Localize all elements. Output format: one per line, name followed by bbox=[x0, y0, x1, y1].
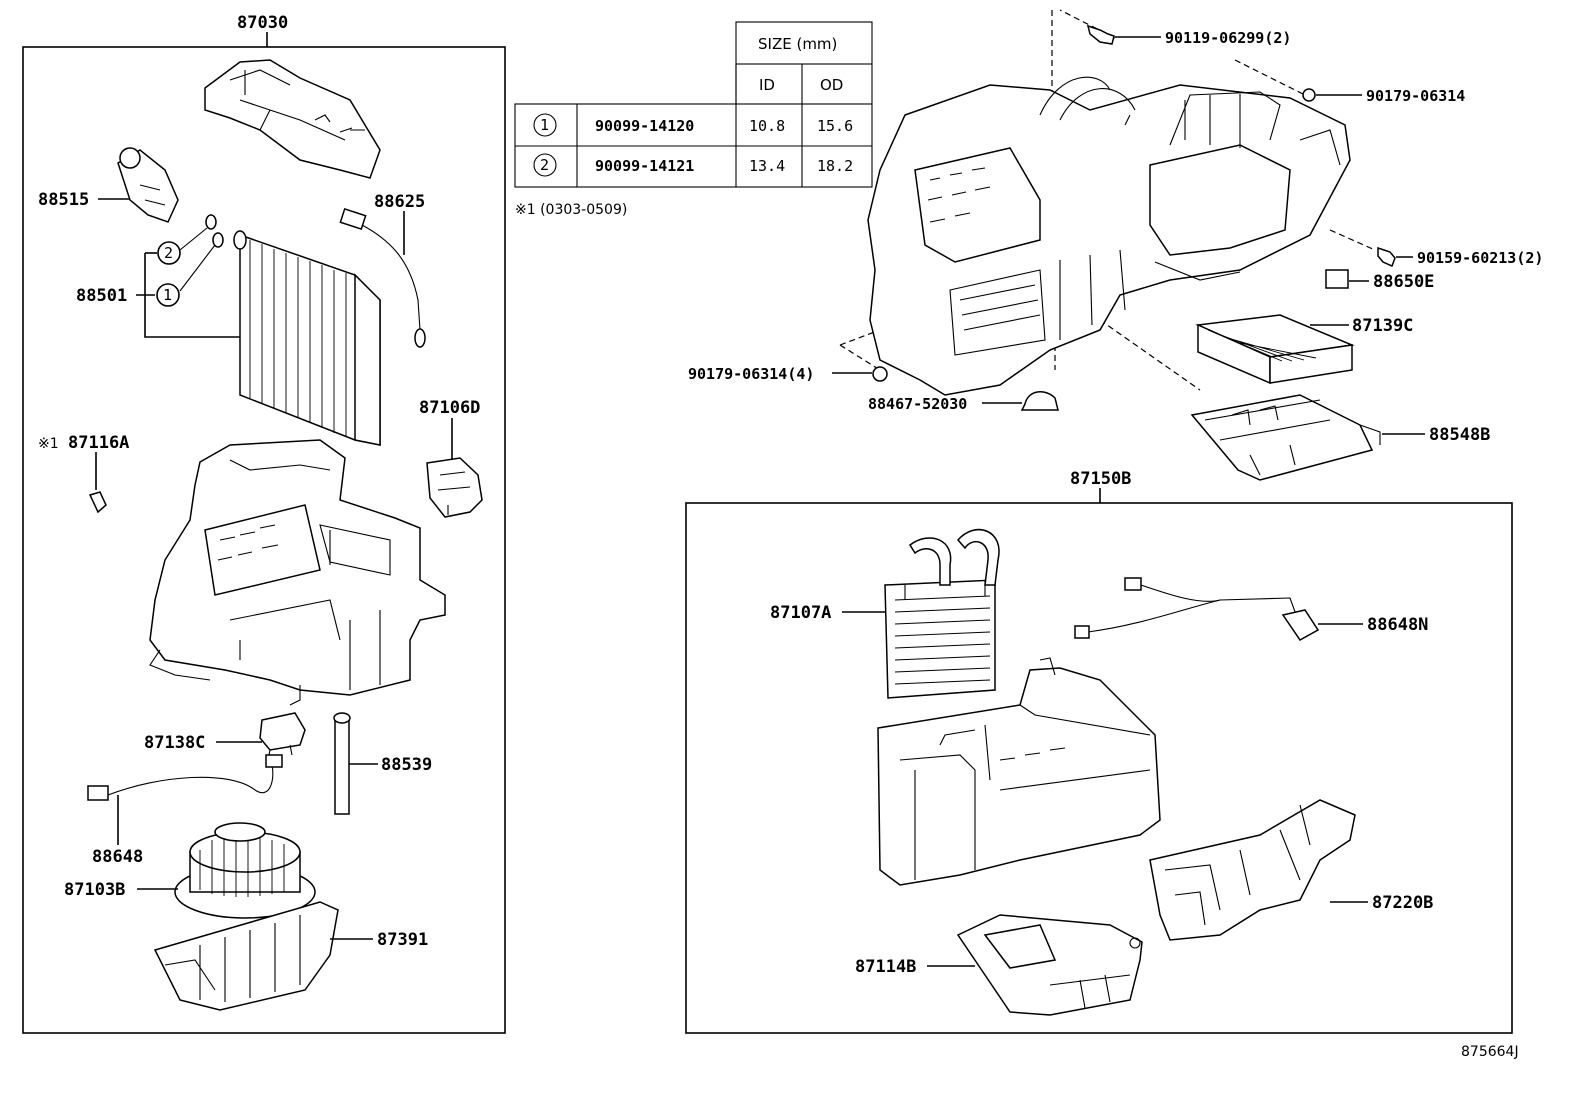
upper-duct bbox=[204, 59, 381, 179]
resistor-87138c bbox=[259, 712, 306, 761]
table-note: ※1 (0303-0509) bbox=[515, 202, 627, 218]
thermistor-88625 bbox=[339, 207, 426, 348]
group-label-87150b: 87150B bbox=[1070, 469, 1131, 489]
sensor-88650e bbox=[1325, 269, 1349, 289]
lower-case-87391 bbox=[153, 901, 339, 1011]
evaporator-88501 bbox=[205, 214, 381, 446]
label-87220b: 87220B bbox=[1372, 893, 1433, 913]
label-87114b: 87114B bbox=[855, 957, 916, 977]
table-header-od: OD bbox=[820, 76, 843, 94]
label-88501: 88501 bbox=[76, 286, 127, 306]
size-table: SIZE (mm) ID OD 1 90099-14120 10.8 15.6 … bbox=[514, 21, 873, 218]
group-87150b: 87150B 87107A 88648N bbox=[685, 469, 1513, 1034]
label-87138c: 87138C bbox=[144, 733, 205, 753]
label-87116a: 87116A bbox=[68, 433, 129, 453]
circle-marker-1 bbox=[156, 283, 180, 307]
table-row-1-part: 90099-14120 bbox=[595, 117, 694, 135]
blower-motor-87103b bbox=[174, 822, 316, 919]
case-87220b bbox=[1149, 799, 1356, 941]
table-row-1-id: 10.8 bbox=[749, 117, 785, 135]
drain-tube-88539 bbox=[333, 712, 351, 815]
group-frame-87150b bbox=[685, 502, 1513, 1034]
label-87139c: 87139C bbox=[1352, 316, 1413, 336]
control-panel-88548b bbox=[1190, 394, 1381, 481]
heater-core-87107a bbox=[884, 529, 1000, 699]
bolt-90119 bbox=[1086, 24, 1115, 45]
label-88648: 88648 bbox=[92, 847, 143, 867]
label-87391: 87391 bbox=[377, 930, 428, 950]
label-87107a: 87107A bbox=[770, 603, 831, 623]
group-87030: 87030 88515 88625 bbox=[22, 13, 506, 1034]
hvac-assembly bbox=[839, 9, 1396, 481]
harness-88648n bbox=[1074, 577, 1320, 641]
label-87103b: 87103B bbox=[64, 880, 125, 900]
nut-90179-top bbox=[1302, 88, 1316, 102]
group-label-87030: 87030 bbox=[237, 13, 288, 33]
clip-87116a bbox=[88, 491, 107, 514]
label-88515: 88515 bbox=[38, 190, 89, 210]
sensor-88515 bbox=[117, 147, 179, 223]
grommet-88467 bbox=[1020, 391, 1059, 411]
duct-87114b bbox=[956, 914, 1143, 1016]
table-row-2-od: 18.2 bbox=[817, 157, 853, 175]
label-88625: 88625 bbox=[374, 192, 425, 212]
group-frame-87030 bbox=[22, 46, 506, 1034]
circle-marker-2-text: 2 bbox=[164, 244, 173, 262]
nut-90179-bottom bbox=[872, 366, 888, 382]
table-header-size: SIZE (mm) bbox=[758, 35, 837, 53]
table-header-id: ID bbox=[759, 76, 775, 94]
actuator-87106d bbox=[426, 457, 483, 518]
bolt-90159 bbox=[1377, 246, 1396, 268]
label-90179-bottom: 90179-06314(4) bbox=[688, 365, 814, 383]
circle-marker-1-text: 1 bbox=[163, 286, 172, 304]
heater-case bbox=[877, 657, 1161, 886]
table-row-1-od: 15.6 bbox=[817, 117, 853, 135]
label-90159: 90159-60213(2) bbox=[1417, 249, 1543, 267]
label-88539: 88539 bbox=[381, 755, 432, 775]
label-88648n: 88648N bbox=[1367, 615, 1428, 635]
diagram-id: 875664J bbox=[1461, 1044, 1519, 1060]
table-row-2-id: 13.4 bbox=[749, 157, 785, 175]
label-88650e: 88650E bbox=[1373, 272, 1434, 292]
label-88467: 88467-52030 bbox=[868, 395, 967, 413]
filter-87139c bbox=[1195, 314, 1355, 385]
label-87106d: 87106D bbox=[419, 398, 480, 418]
label-90119: 90119-06299(2) bbox=[1165, 29, 1291, 47]
table-row-1-mark: 1 bbox=[540, 116, 549, 134]
table-row-2-mark: 2 bbox=[540, 156, 549, 174]
table-row-2-part: 90099-14121 bbox=[595, 157, 694, 175]
harness-88648 bbox=[87, 754, 283, 801]
label-87116a-mark: ※1 bbox=[38, 436, 59, 452]
circle-marker-2 bbox=[157, 241, 181, 265]
label-88548b: 88548B bbox=[1429, 425, 1490, 445]
blower-unit-housing bbox=[149, 439, 446, 706]
label-90179-top: 90179-06314 bbox=[1366, 87, 1465, 105]
